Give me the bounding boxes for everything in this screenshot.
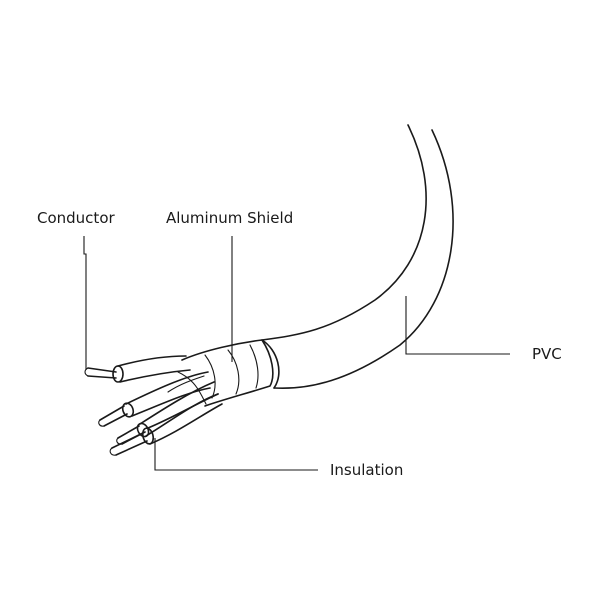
shield-outline [181, 339, 274, 407]
wire-top-insulation [117, 355, 191, 383]
pvc-jacket-cut-end [261, 339, 280, 389]
label-conductor: Conductor [37, 209, 115, 227]
wire-top [84, 355, 191, 383]
pvc-jacket-bottom-edge [273, 129, 454, 390]
label-aluminum-shield: Aluminum Shield [166, 209, 294, 227]
pvc-jacket-top-edge [261, 124, 427, 341]
shield-foil-crease-3 [249, 344, 259, 389]
wire-upper-middle [98, 371, 211, 427]
leader-conductor [83, 236, 87, 370]
wire-upper-middle-insulation-end [121, 402, 135, 418]
twist-crossing [167, 371, 207, 405]
pvc-jacket [261, 124, 454, 390]
wire-bottom [109, 393, 223, 456]
wire-bottom-copper-tip [109, 447, 117, 456]
wire-top-copper [87, 367, 117, 379]
wire-lower-middle-insulation [139, 381, 219, 437]
wire-upper-middle-insulation [125, 371, 211, 417]
leader-pvc [405, 296, 510, 355]
wire-bottom-insulation-end [141, 427, 155, 445]
wire-upper-middle-copper-tip [98, 419, 105, 427]
leader-insulation [154, 438, 318, 471]
wire-bottom-copper [111, 431, 148, 456]
leader-lines [83, 236, 510, 471]
wire-bottom-insulation [147, 393, 223, 445]
shield-foil-crease-2 [227, 349, 240, 395]
wire-top-copper-tip [84, 367, 89, 377]
label-pvc: PVC [532, 345, 562, 363]
label-insulation: Insulation [330, 461, 404, 479]
aluminum-shield [181, 339, 274, 407]
wire-upper-middle-copper [99, 405, 128, 427]
wire-top-insulation-end [112, 365, 124, 383]
shield-foil-crease-1 [204, 354, 216, 399]
